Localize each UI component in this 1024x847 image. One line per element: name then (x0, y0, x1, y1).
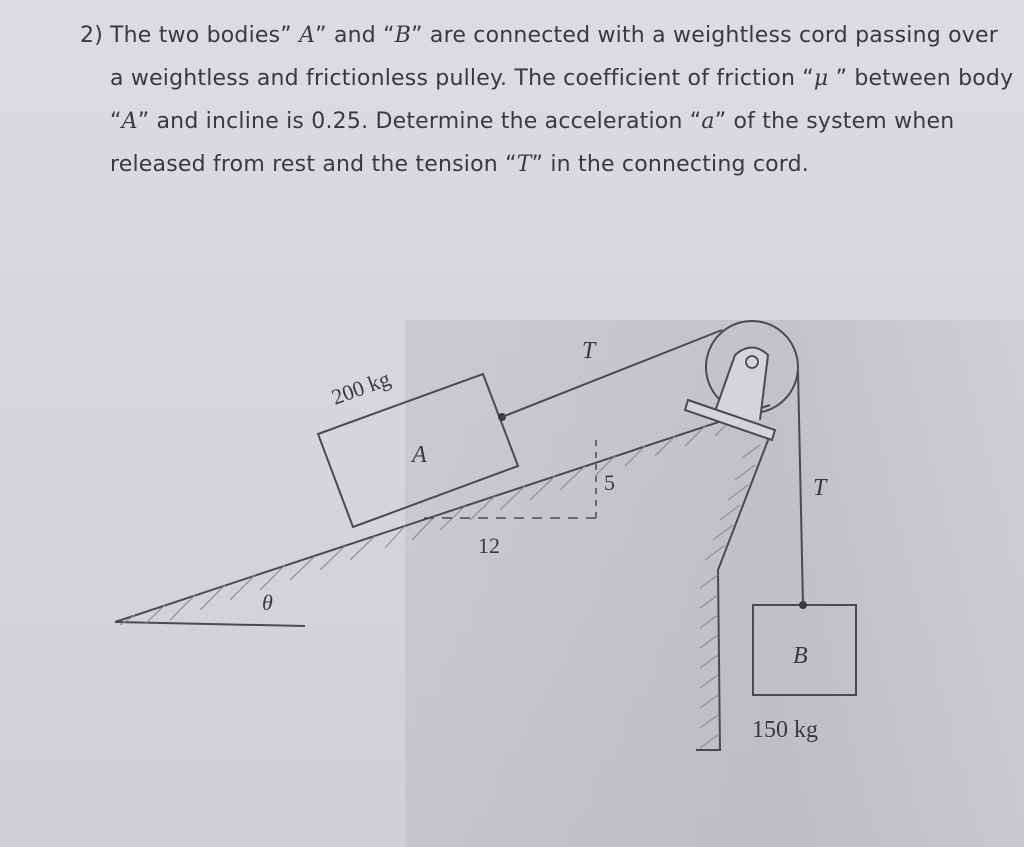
cord-incline (501, 329, 723, 418)
body-b-label: B (793, 643, 808, 669)
math-variable: μ (813, 66, 829, 91)
problem-text-segment: The two bodies” (110, 23, 300, 48)
angle-theta-label: θ (262, 590, 273, 615)
body-a-label: A (410, 442, 427, 468)
problem-text: The two bodies” A” and “B” are connected… (110, 14, 1015, 186)
slope-run-label: 12 (478, 533, 500, 558)
support-wall (696, 434, 771, 751)
problem-text-segment: ” and incline is 0.25. Determine the acc… (137, 109, 702, 134)
incline-surface (114, 404, 771, 627)
math-variable: a (701, 109, 715, 134)
problem-text-segment: ” of the system when released from rest … (110, 109, 955, 177)
body-b: B 150 kg (752, 601, 857, 743)
problem-text-segment: ” and “ (315, 23, 395, 48)
tension-vertical-label: T (813, 475, 828, 501)
problem-statement: 2) The two bodies” A” and “B” are connec… (80, 14, 1015, 186)
problem-number: 2) (80, 23, 103, 48)
slope-indicator: 5 12 (420, 440, 615, 558)
math-variable: B (394, 23, 412, 48)
cord-vertical (797, 369, 804, 606)
math-variable: T (516, 152, 532, 177)
pulley (683, 320, 799, 442)
tension-incline-label: T (582, 338, 597, 364)
problem-text-segment: ” are connected with a weightless cord p… (110, 23, 998, 91)
math-variable: A (121, 109, 138, 134)
slope-rise-label: 5 (604, 470, 615, 495)
math-variable: A (299, 23, 316, 48)
mass-b-label: 150 kg (752, 717, 818, 743)
mass-a-label: 200 kg (328, 366, 393, 410)
problem-text-segment: ” between body “ (110, 66, 1014, 134)
problem-text-segment: ” in the connecting cord. (531, 152, 809, 177)
